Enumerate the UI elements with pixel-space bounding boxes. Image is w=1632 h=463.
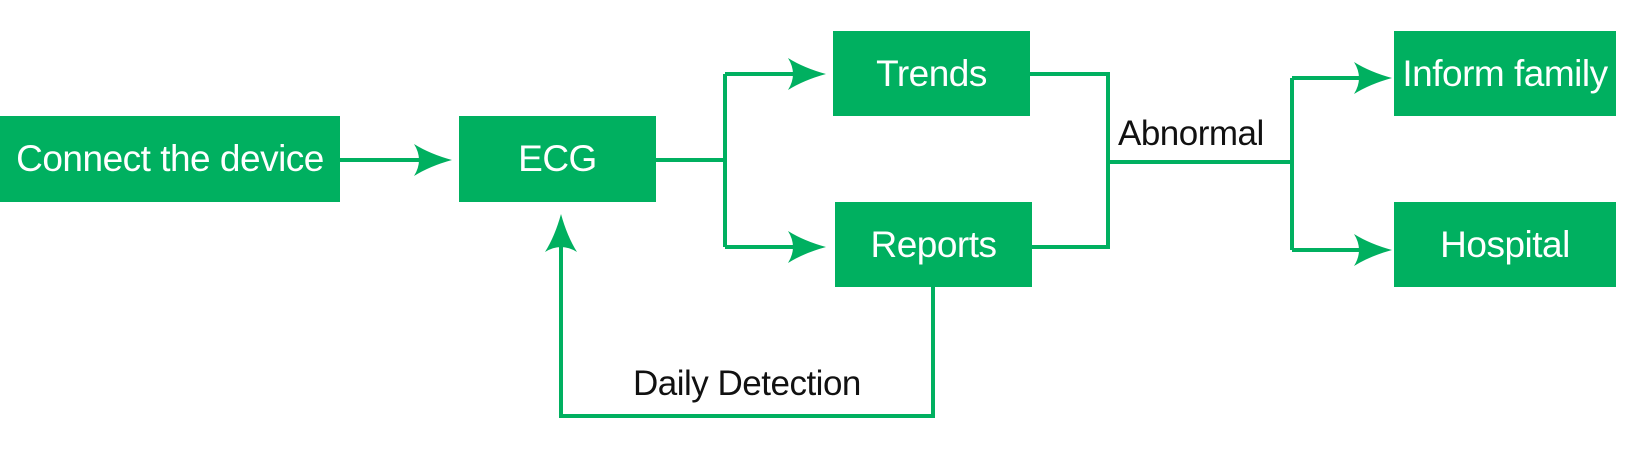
- connector-trends-to-merge: [1030, 72, 1110, 249]
- node-reports-label: Reports: [870, 223, 997, 265]
- arrowhead-to-ecg-bottom: [545, 214, 577, 252]
- node-hospital: Hospital: [1394, 202, 1616, 287]
- connector-daily-detection-loop: [559, 230, 935, 418]
- node-connect-the-device: Connect the device: [0, 116, 340, 202]
- edge-label-abnormal: Abnormal: [1118, 114, 1264, 153]
- node-hospital-label: Hospital: [1440, 223, 1570, 265]
- arrowhead-to-reports: [788, 231, 826, 263]
- arrowhead-to-hospital: [1354, 234, 1392, 266]
- node-inform-family-label: Inform family: [1402, 52, 1608, 94]
- node-ecg-label: ECG: [518, 138, 597, 179]
- node-ecg: ECG: [459, 116, 656, 202]
- node-trends: Trends: [833, 31, 1030, 116]
- arrowhead-to-ecg: [414, 144, 452, 176]
- node-inform-family: Inform family: [1394, 31, 1616, 116]
- arrowhead-to-inform-family: [1354, 62, 1392, 94]
- arrowhead-to-trends: [788, 58, 826, 90]
- node-reports: Reports: [835, 202, 1032, 287]
- edge-label-daily-detection: Daily Detection: [633, 364, 861, 403]
- node-connect-label: Connect the device: [16, 138, 324, 179]
- node-trends-label: Trends: [876, 52, 987, 94]
